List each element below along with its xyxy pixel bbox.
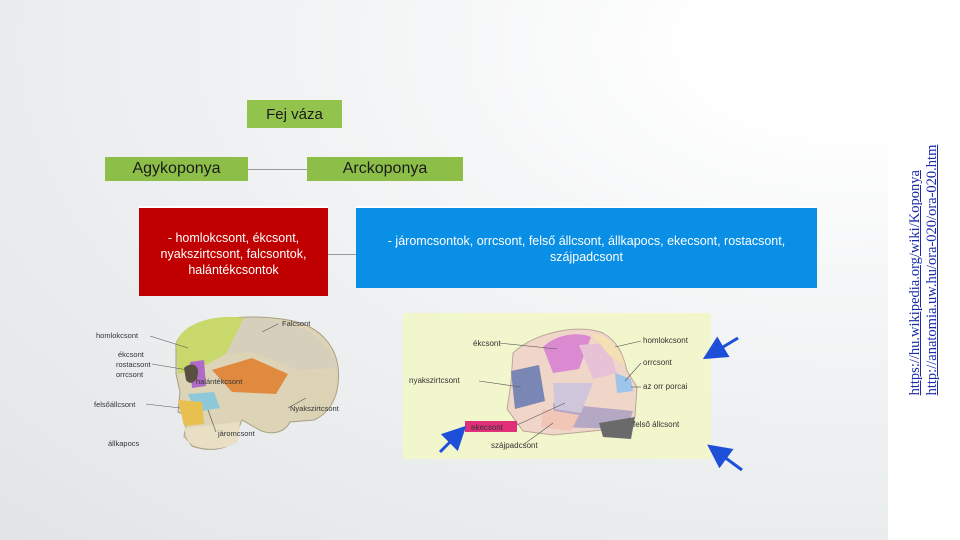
eye-orbit [184, 364, 198, 383]
reference-links: https://hu.wikipedia.org/wiki/Koponya ht… [907, 145, 941, 396]
title-box: Fej váza [247, 100, 342, 128]
label-homlokcsont: homlokcsont [643, 336, 689, 345]
connector-line [248, 169, 307, 170]
left-bones-text: - homlokcsont, ékcsont, nyakszirtcsont, … [160, 231, 307, 277]
frontal-bone-region [176, 316, 244, 374]
left-heading: Agykoponya [132, 160, 221, 177]
pointer-line [207, 409, 217, 433]
temporal-bone-region [212, 358, 288, 394]
maxilla-region [178, 400, 204, 426]
label-ekcsont: ékcsont [473, 339, 501, 348]
pointer-line [624, 362, 642, 382]
arrow-to-felsoallcsont [707, 444, 743, 472]
label-orrcsont: orrcsont [643, 358, 673, 367]
page-title: Fej váza [266, 105, 323, 123]
link-wikipedia[interactable]: https://hu.wikipedia.org/wiki/Koponya [907, 170, 923, 396]
label-felsoallcsont: felső állcsont [633, 420, 680, 429]
label-orrporcai: az orr porcai [643, 382, 688, 391]
label-halantekcsont: halántékcsont [196, 377, 243, 386]
agykoponya-bones-box: - homlokcsont, ékcsont, nyakszirtcsont, … [139, 206, 328, 296]
palatine-region [541, 409, 579, 431]
right-heading: Arckoponya [342, 160, 428, 177]
pointer-line [498, 342, 558, 350]
arckoponya-bones-box: - járomcsontok, orrcsont, felső állcsont… [356, 206, 817, 288]
occipital-region [511, 365, 545, 409]
mandible-region [184, 422, 240, 449]
pointer-line [287, 397, 307, 409]
label-nyakszirtcsont: Nyakszirtcsont [290, 404, 340, 413]
label-homlokcsont: homlokcsont [96, 331, 139, 340]
pointer-line [522, 422, 554, 446]
label-rostacsont: rostacsont [116, 360, 152, 369]
parietal-bone-region [226, 318, 338, 370]
frontal-region [591, 333, 625, 365]
label-szajpadcsont: szájpadcsont [491, 441, 538, 450]
sphenoid-region [543, 334, 591, 373]
right-sidebar [888, 0, 960, 540]
label-ekcsont: ékcsont [118, 350, 145, 359]
nasal-region [615, 373, 633, 393]
link-anatomia[interactable]: http://anatomia.uw.hu/ora-020/ora-020.ht… [924, 144, 940, 396]
pointer-line [478, 380, 522, 388]
vomer-region [553, 383, 593, 413]
skull-diagram-right: ékcsont homlokcsont orrcsont nyakszirtcs… [403, 313, 711, 459]
skull-diagram-left: homlokcsont Falcsont ékcsont rostacsont … [94, 316, 340, 450]
right-bones-text: - járomcsontok, orrcsont, felső állcsont… [387, 234, 786, 264]
arckoponya-box: Arckoponya [307, 157, 463, 181]
label-ekecsont: ekecsont [471, 423, 504, 432]
arrow-to-homlokcsont [702, 336, 739, 360]
label-allkapocs: állkapocs [108, 439, 140, 448]
label-jaromcsont: járomcsont [217, 429, 256, 438]
pointer-line [145, 403, 181, 409]
label-nyakszirtcsont: nyakszirtcsont [409, 376, 460, 385]
occipital-bone-region [292, 372, 338, 420]
label-felsoallcsont: felsőállcsont [94, 400, 136, 409]
agykoponya-box: Agykoponya [105, 157, 248, 181]
connector-line [328, 254, 356, 255]
pointer-line [151, 363, 189, 371]
label-orrcsont: orrcsont [116, 370, 144, 379]
pointer-line [614, 340, 642, 348]
pointer-line [516, 402, 566, 426]
label-falcsont: Falcsont [282, 319, 311, 328]
pointer-line [149, 335, 189, 349]
lower-jaw-shadow [599, 417, 635, 439]
pointer-line [261, 323, 279, 333]
ekecsont-highlight [465, 421, 517, 432]
